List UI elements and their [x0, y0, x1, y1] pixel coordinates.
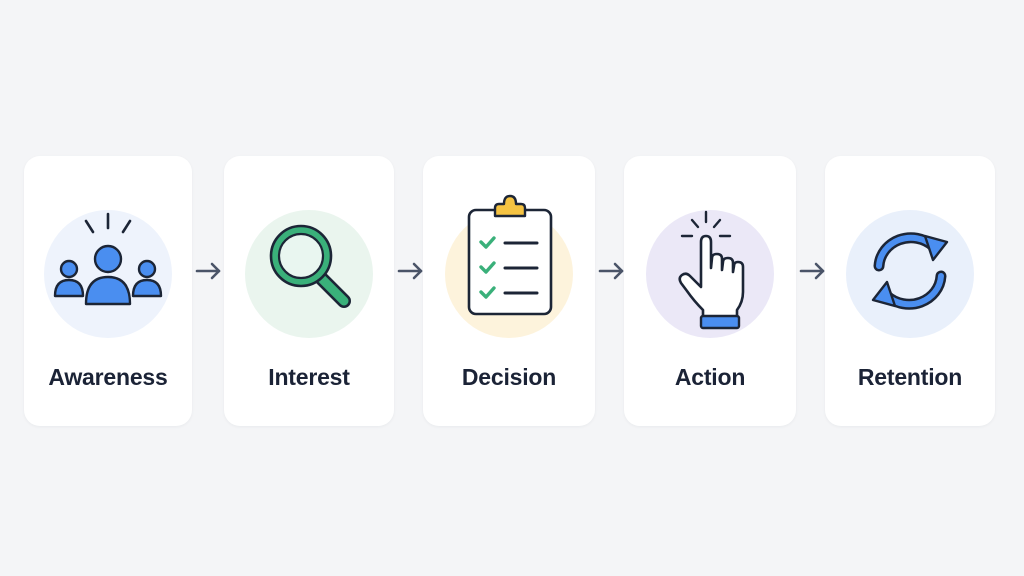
arrow-right-icon [195, 262, 221, 280]
stage-label: Awareness [48, 364, 168, 390]
stage-card-interest: Interest [224, 156, 394, 426]
stage-card-awareness: Awareness [24, 156, 192, 426]
stage-card-retention: Retention [825, 156, 995, 426]
stage-card-decision: Decision [423, 156, 595, 426]
checklist-icon [467, 194, 553, 316]
people-icon [53, 212, 163, 306]
arrow-right-icon [799, 262, 825, 280]
stage-label: Decision [461, 364, 557, 390]
icon-background [846, 210, 974, 338]
tap-hand-icon [678, 210, 745, 330]
refresh-icon [871, 232, 949, 310]
stage-label: Retention [857, 364, 963, 390]
arrow-right-icon [397, 262, 423, 280]
arrow-right-icon [598, 262, 624, 280]
stage-label: Interest [268, 364, 350, 390]
stage-label: Action [674, 364, 746, 390]
stage-card-action: Action [624, 156, 796, 426]
magnifier-icon [269, 224, 351, 308]
